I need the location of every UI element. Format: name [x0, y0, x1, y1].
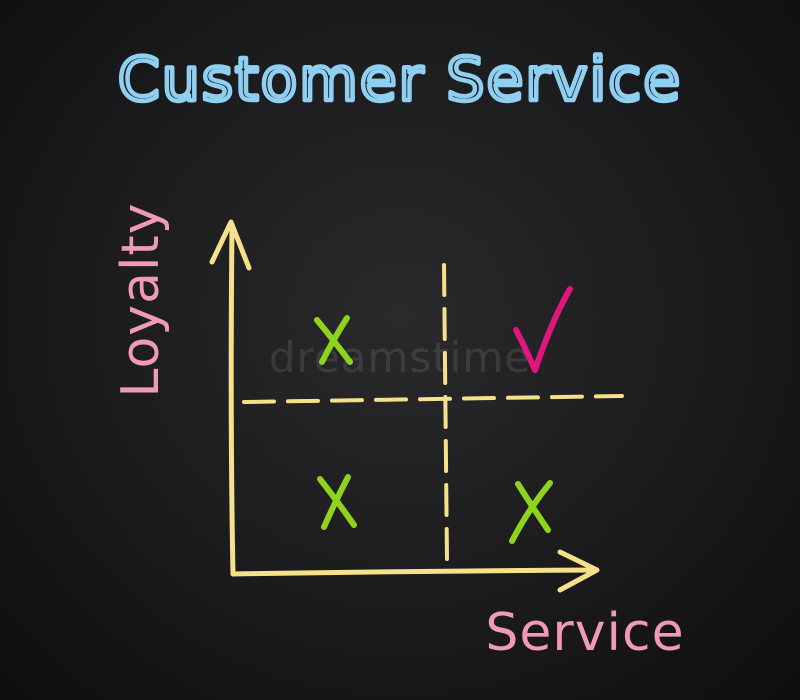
quadrant-marks	[314, 286, 573, 544]
horizontal-divider	[242, 394, 624, 404]
y-axis-line	[228, 222, 236, 577]
x-axis-label: Service	[485, 603, 684, 663]
page-title: Customer Service	[118, 45, 682, 115]
x-axis-arrowhead	[557, 549, 600, 593]
y-axis-arrowhead	[209, 219, 252, 271]
check-mark-top-right	[513, 286, 573, 373]
axes	[209, 219, 600, 593]
watermark-text: dreamstime	[269, 333, 531, 382]
y-axis-label: Loyalty	[111, 202, 171, 397]
quadrant-dividers	[242, 263, 624, 562]
cross-mark-bottom-right	[509, 480, 553, 544]
cross-mark-top-left	[314, 315, 353, 365]
cross-mark-bottom-left	[317, 474, 357, 530]
title-group: Customer Service	[116, 43, 683, 118]
x-axis-line	[230, 567, 599, 577]
vertical-divider	[442, 263, 449, 562]
